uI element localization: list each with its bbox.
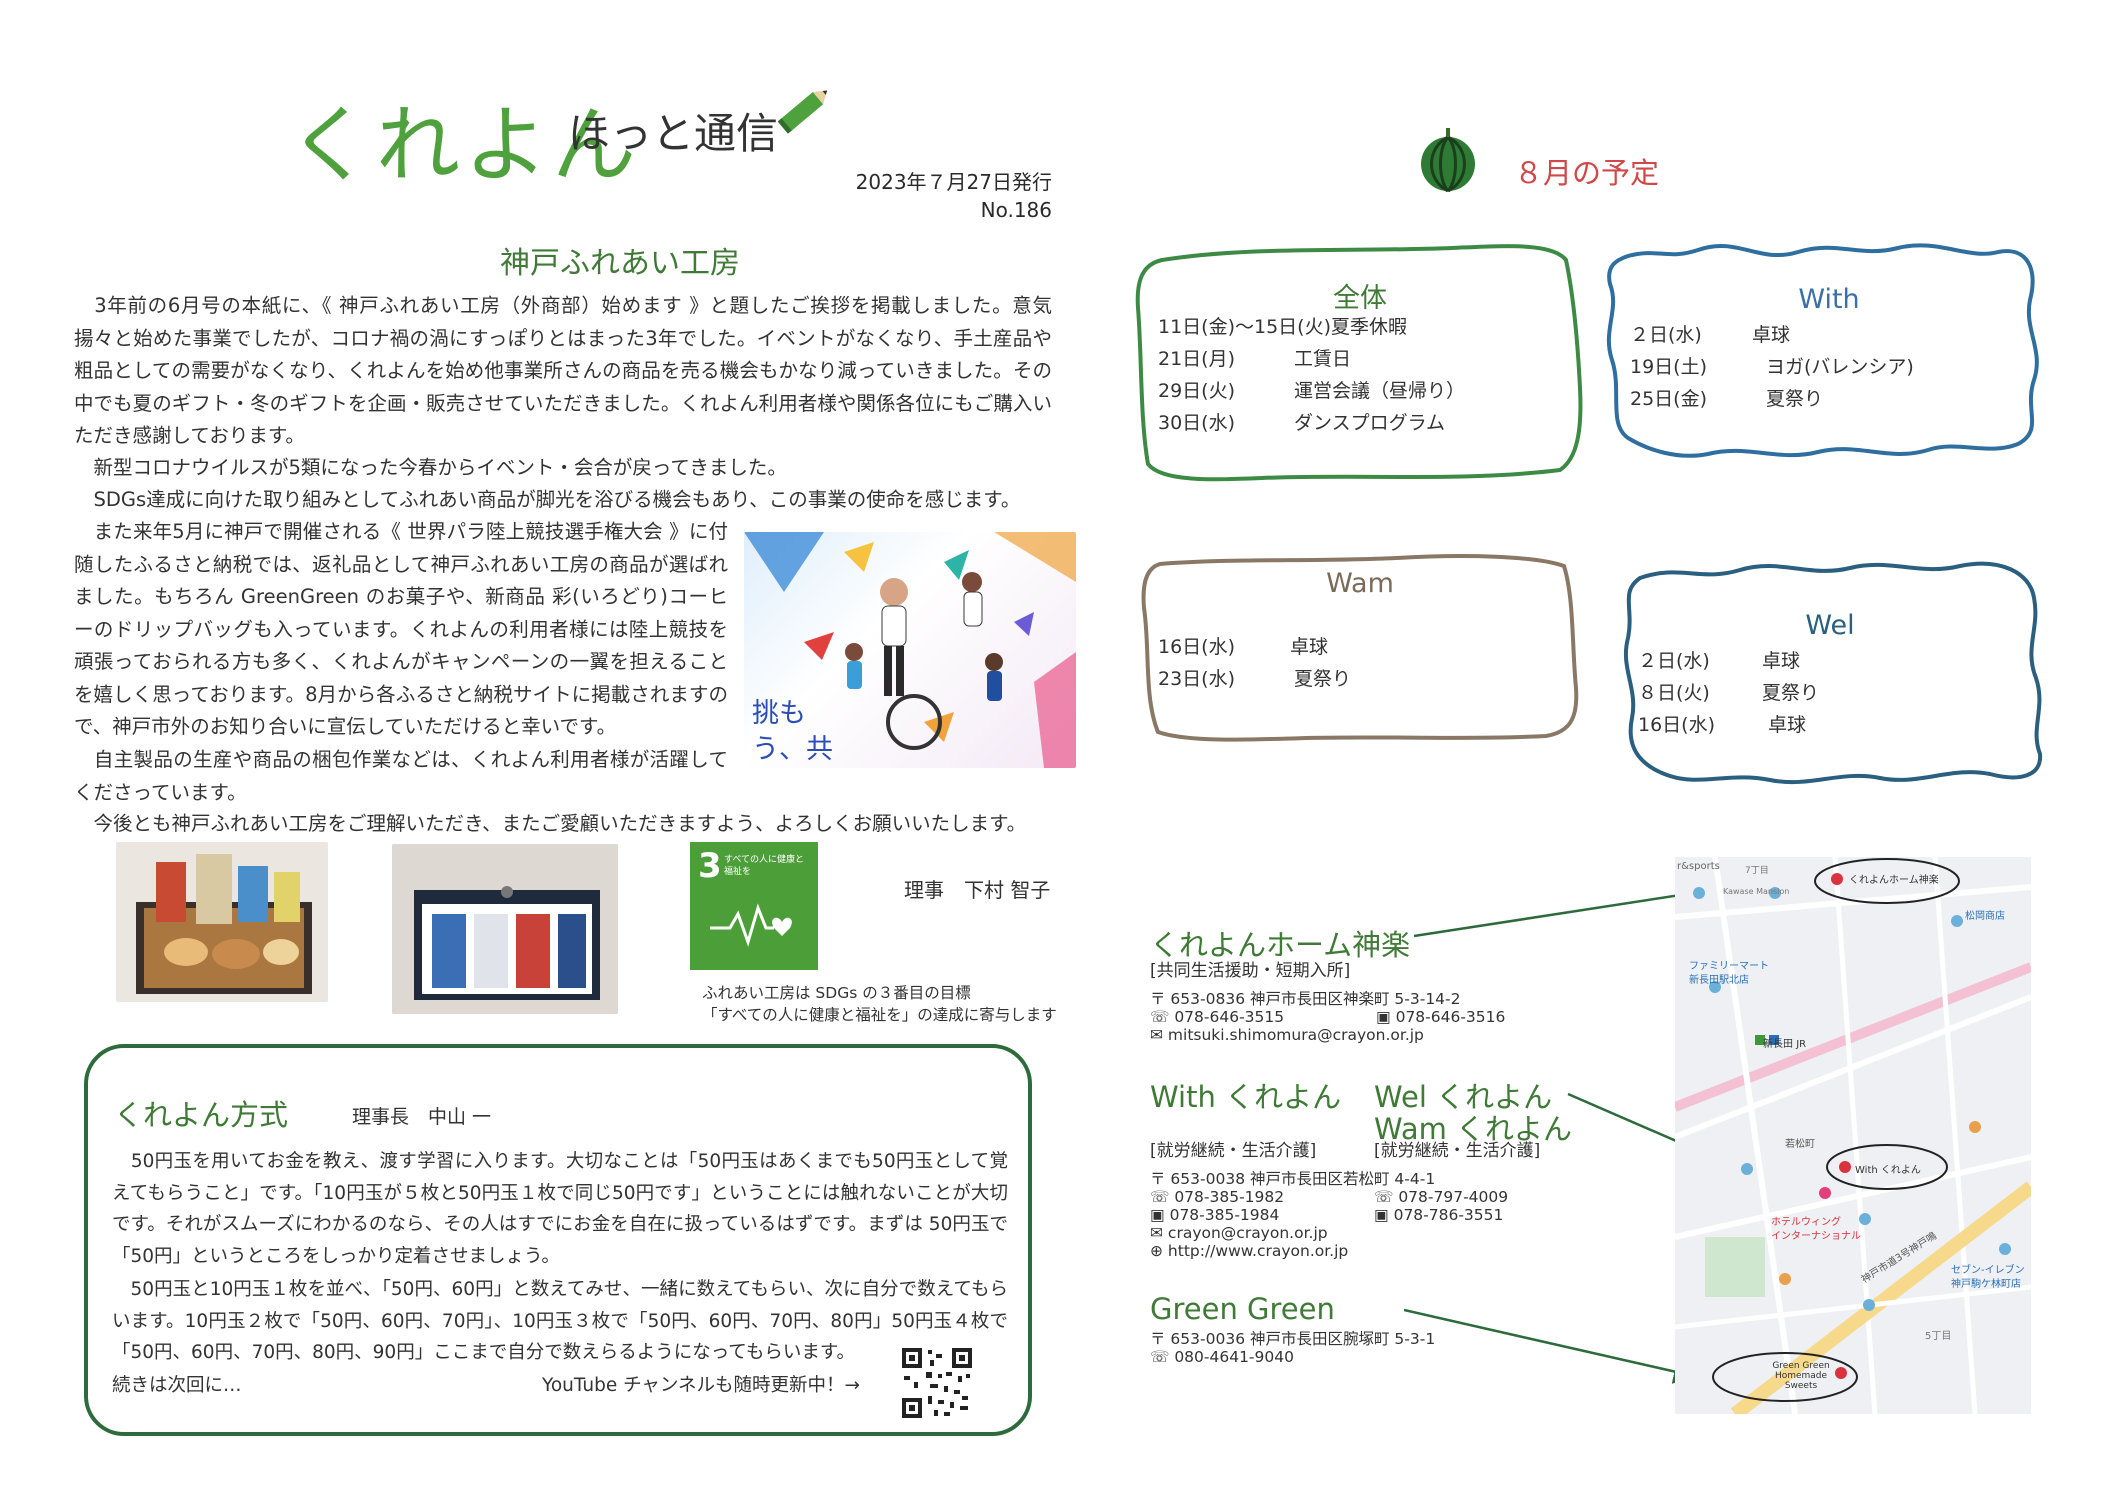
- contact-with-fax: ▣ 078-385-1984: [1150, 1206, 1280, 1224]
- schedule-with-row: ２日(水)卓球: [1630, 324, 1791, 346]
- pencil-icon: [770, 74, 840, 148]
- method-title: くれよん方式: [114, 1098, 289, 1132]
- issue-number: No.186: [980, 198, 1052, 222]
- contact-home-address: 〒 653-0836 神戸市長田区神楽町 5-3-14-2: [1150, 990, 1461, 1008]
- schedule-wel-row: ８日(火)夏祭り: [1638, 682, 1820, 704]
- method-paragraph-1: 50円玉を用いてお金を教え、渡す学習に入ります。大切なことは「50円玉はあくまで…: [112, 1151, 1008, 1267]
- para-athletics-poster: 挑もう、共に。: [744, 532, 1076, 768]
- sdg-caption-1: ふれあい工房は SDGs の３番目の目標: [702, 984, 971, 1002]
- contact-green-address: 〒 653-0036 神戸市長田区腕塚町 5-3-1: [1150, 1330, 1436, 1348]
- schedule-zentai-title: 全体: [1333, 283, 1387, 314]
- contact-home-mail[interactable]: ✉ mitsuki.shimomura@crayon.or.jp: [1150, 1026, 1424, 1044]
- youtube-link[interactable]: YouTube チャンネルも随時更新中！→: [542, 1375, 861, 1396]
- schedule-zentai-row: 30日(水)ダンスプログラム: [1158, 412, 1446, 434]
- map-label: Kawase Mansion: [1723, 887, 1790, 896]
- schedule-with-frame: [1606, 243, 2039, 458]
- schedule-with-row: 25日(金)夏祭り: [1630, 388, 1824, 410]
- gift-basket-photo: [116, 842, 328, 1002]
- map-label: 松岡商店: [1965, 911, 2005, 922]
- sdg-goal-3-icon: 3 すべての人に健康と福祉を: [690, 842, 818, 970]
- map-label: 神戸駒ケ林町店: [1951, 1279, 2021, 1290]
- schedule-zentai-row: 11日(金)～15日(火)夏季休暇: [1158, 316, 1408, 338]
- schedule-wam-title: Wam: [1326, 568, 1394, 599]
- article-paragraph-6: 今後とも神戸ふれあい工房をご理解いただき、またご愛顧いただきますよう、よろしくお…: [74, 812, 1027, 835]
- schedule-wel-row: ２日(水)卓球: [1638, 650, 1801, 672]
- schedule-zentai-row: 21日(月)工賃日: [1158, 348, 1352, 370]
- method-paragraph-2: 50円玉と10円玉１枚を並べ、「50円、60円」と数えてみせ、一緒に数えてもらい…: [112, 1279, 1008, 1363]
- schedule-wel-frame: [1623, 561, 2043, 785]
- contact-home-name: くれよんホーム神楽: [1150, 928, 1411, 962]
- map-label: 若松町: [1785, 1139, 1815, 1150]
- article-paragraph-4: また来年5月に神戸で開催される《 世界パラ陸上競技選手権大会 》に付随したふるさ…: [74, 520, 728, 738]
- article-paragraph-1: 3年前の6月号の本紙に、《 神戸ふれあい工房（外商部）始めます 》と題したご挨拶…: [74, 294, 1052, 447]
- map-label: 7丁目: [1745, 866, 1769, 876]
- contact-with-mail[interactable]: ✉ crayon@crayon.or.jp: [1150, 1224, 1328, 1242]
- contact-with-web[interactable]: ⊕ http://www.crayon.or.jp: [1150, 1242, 1349, 1260]
- contact-wam-name: Wam くれよん: [1374, 1112, 1573, 1146]
- schedule-wam-frame: [1141, 554, 1579, 742]
- map-pin-home: くれよんホーム神楽: [1849, 875, 1939, 886]
- article-paragraph-3: SDGs達成に向けた取り組みとしてふれあい商品が脚光を浴びる機会もあり、この事業…: [74, 488, 1021, 511]
- map-pin-with: With くれよん: [1855, 1165, 1921, 1176]
- map-label: 新長田駅北店: [1689, 975, 1749, 986]
- method-continued: 続きは次回に…: [112, 1375, 242, 1396]
- contact-welwam-fax: ▣ 078-786-3551: [1374, 1206, 1504, 1224]
- article-paragraph-5: 自主製品の生産や商品の梱包作業などは、くれよん利用者様が活躍してくださっています…: [74, 748, 728, 804]
- article-paragraph-2: 新型コロナウイルスが5類になった今春からイベント・会合が戻ってきました。: [74, 456, 787, 479]
- method-box: [84, 1044, 1032, 1436]
- map-label: 5丁目: [1925, 1331, 1952, 1342]
- qr-code-icon[interactable]: [900, 1346, 974, 1420]
- schedule-wel-title: Wel: [1805, 610, 1855, 641]
- issue-date: 2023年７月27日発行: [855, 170, 1052, 194]
- schedule-with-row: 19日(土)ヨガ(バレンシア): [1630, 356, 1914, 378]
- contact-with-tel: ☏ 078-385-1982: [1150, 1188, 1285, 1206]
- contact-wel-name: Wel くれよん: [1374, 1080, 1553, 1114]
- schedule-zentai-row: 29日(火)運営会議（昼帰り）: [1158, 380, 1466, 402]
- contact-home-type: [共同生活援助・短期入所]: [1150, 961, 1351, 981]
- map-label: 新長田 JR: [1763, 1039, 1807, 1050]
- poster-slogan: 挑もう、共に。: [752, 698, 833, 765]
- masthead-logo: くれよん: [288, 96, 641, 194]
- map-label: ファミリーマート: [1689, 961, 1769, 972]
- watermelon-icon: [1418, 128, 1478, 196]
- article-title: 神戸ふれあい工房: [500, 246, 740, 281]
- contact-home-tel: ☏ 078-646-3515: [1150, 1008, 1285, 1026]
- map-label: ホテルウィング: [1771, 1217, 1841, 1228]
- contact-with-address: 〒 653-0038 神戸市長田区若松町 4-4-1: [1150, 1170, 1436, 1188]
- contact-home-fax: ▣ 078-646-3516: [1376, 1008, 1506, 1026]
- method-author: 理事長 中山 一: [352, 1106, 492, 1128]
- contact-with-name: With くれよん: [1150, 1080, 1342, 1114]
- schedule-zentai-frame: [1135, 244, 1583, 482]
- schedule-wam-row: 16日(水)卓球: [1158, 636, 1329, 658]
- contact-green-name: Green Green: [1150, 1292, 1335, 1326]
- article-signature: 理事 下村 智子: [904, 878, 1051, 902]
- schedule-title: ８月の予定: [1514, 156, 1660, 190]
- contact-with-type: [就労継続・生活介護]: [1150, 1141, 1317, 1161]
- schedule-wel-row: 16日(水)卓球: [1638, 714, 1807, 736]
- schedule-wam-row: 23日(水)夏祭り: [1158, 668, 1352, 690]
- map-label: セブン-イレブン: [1951, 1265, 2025, 1276]
- contact-welwam-type: [就労継続・生活介護]: [1374, 1141, 1541, 1161]
- sdg-caption-2: 「すべての人に健康と福祉を」の達成に寄与します: [702, 1006, 1057, 1024]
- schedule-with-title: With: [1798, 284, 1860, 315]
- map-label: インターナショナル: [1771, 1231, 1861, 1242]
- masthead-subtitle: ほっと通信: [568, 109, 779, 158]
- contact-green-tel: ☏ 080-4641-9040: [1150, 1348, 1294, 1366]
- gift-box-photo: [392, 844, 618, 1014]
- map-label: r&sports: [1677, 861, 1720, 872]
- map-arrow-green: [1404, 1308, 1699, 1384]
- contact-welwam-tel: ☏ 078-797-4009: [1374, 1188, 1509, 1206]
